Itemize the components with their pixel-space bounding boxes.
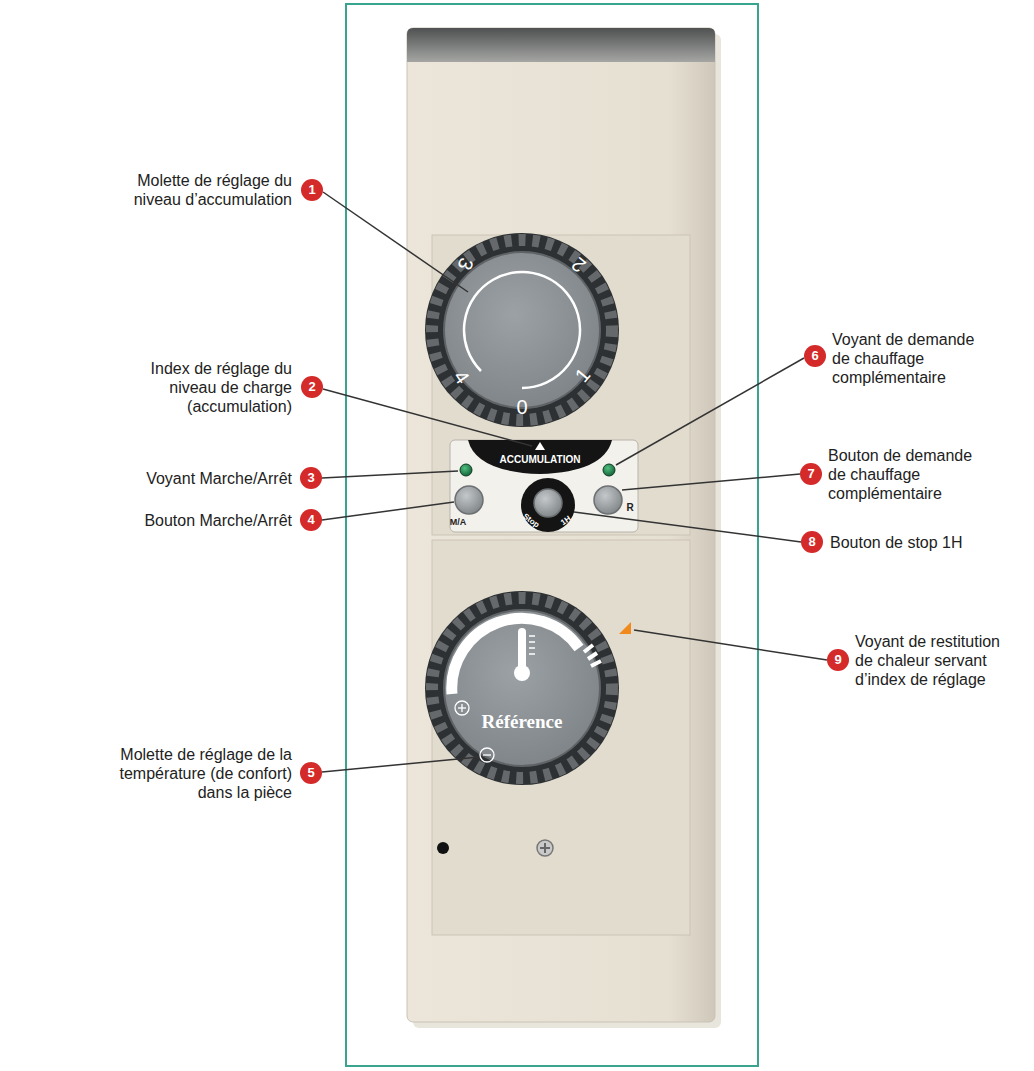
callout-text: Voyant de restitution de chaleur servant… <box>855 632 1015 689</box>
callout-number: 5 <box>300 762 322 784</box>
button-on-off <box>455 486 483 514</box>
band-ticks <box>584 645 601 666</box>
leader-lines <box>322 192 827 772</box>
dial-face <box>444 252 600 408</box>
heat-release-led <box>619 622 631 634</box>
callout-text: Bouton de demande de chauffage complémen… <box>828 446 978 503</box>
control-strip <box>450 440 638 532</box>
panel-label: Stop <box>520 511 541 531</box>
temperature-band <box>452 618 579 694</box>
callout-number: 3 <box>300 467 322 489</box>
callout-number: 9 <box>827 649 849 671</box>
panel-label: ACCUMULATION <box>500 454 581 466</box>
callout-number: 2 <box>301 376 323 398</box>
callout-number: 6 <box>804 345 826 367</box>
panel-label: M/A <box>450 516 467 528</box>
screw-slot <box>540 843 550 853</box>
callout-number: 1 <box>301 179 323 201</box>
dial-knurl <box>432 240 612 420</box>
callout-text: Bouton de stop 1H <box>830 533 963 552</box>
callout-text: Bouton Marche/Arrêt <box>144 511 292 530</box>
top-band <box>407 28 715 62</box>
callout-text: Index de réglage du niveau de charge (ac… <box>150 359 292 416</box>
plus-symbol <box>455 701 469 715</box>
dial-caption: Référence <box>482 711 563 733</box>
callout-number: 8 <box>801 531 823 553</box>
stop-band <box>521 478 575 532</box>
callout-text: Molette de réglage de la température (de… <box>114 745 292 802</box>
button-extra-heat <box>594 486 622 514</box>
callout-text: Voyant de demande de chauffage complémen… <box>832 330 982 387</box>
led-extra-heat <box>603 464 615 476</box>
led-on-off <box>460 464 472 476</box>
upper-recess <box>432 235 690 535</box>
dial-digit: 4 <box>450 366 474 388</box>
thermometer-symbol <box>514 628 535 681</box>
callout-text: Voyant Marche/Arrêt <box>146 469 292 488</box>
callout-number: 4 <box>300 509 322 531</box>
dial-digit: 3 <box>454 255 478 273</box>
panel-label: 1H <box>558 513 573 529</box>
frame <box>346 4 758 1066</box>
panel-label: R <box>626 502 633 514</box>
dial-face <box>444 610 600 766</box>
callout-text: Molette de réglage du niveau d’accumulat… <box>117 171 292 209</box>
index-triangle <box>535 442 545 450</box>
dial-rim <box>425 591 619 785</box>
screw <box>537 840 553 856</box>
minus-symbol <box>480 748 494 762</box>
dial-rim <box>425 233 619 427</box>
accumulation-band <box>468 440 612 474</box>
callout-number: 7 <box>800 463 822 485</box>
dial-knurl <box>432 598 612 778</box>
dial-digit: 2 <box>568 253 591 277</box>
dial-scale-arc <box>464 272 580 388</box>
dial-digit: 1 <box>571 364 595 387</box>
dial-digit: 0 <box>516 396 527 418</box>
button-stop <box>534 489 562 517</box>
sensor-hole <box>437 842 449 854</box>
